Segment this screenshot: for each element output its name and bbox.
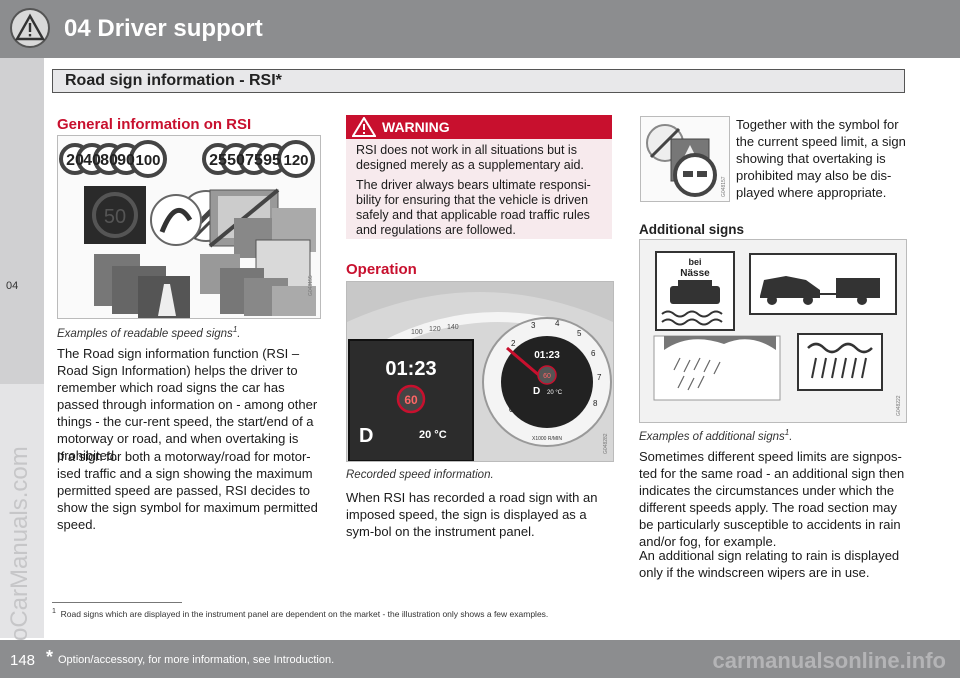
sign-label: 75: [245, 152, 263, 169]
tach-temp: 20 °C: [547, 390, 563, 396]
paragraph-operation: When RSI has recorded a road sign with a…: [346, 490, 598, 539]
speed-signs-illustration: 20 40 80 90 100 25 50 75 95 120 50: [57, 135, 321, 319]
side-bar: [0, 384, 44, 638]
electronic-sign-value: 50: [104, 206, 126, 228]
overtaking-sign-illustration: G048157: [640, 116, 730, 202]
tach-unit: X1000 R/MIN: [532, 436, 562, 442]
page-number: 148: [10, 652, 36, 669]
sign-label: 25: [209, 152, 227, 169]
display-gear: D: [359, 425, 373, 447]
instrument-panel-illustration: 100 120 140 0 1 2 3 4 5 6 7 8 01:23 60 D…: [346, 281, 614, 462]
chapter-header: 04 Driver support: [0, 0, 960, 58]
warning-triangle-icon: [352, 117, 376, 137]
figure-code: G048222: [896, 395, 902, 416]
tach-gear: D: [533, 386, 540, 397]
sign-label: 100: [135, 152, 160, 169]
heading-additional-signs: Additional signs: [639, 222, 745, 237]
paragraph-rsi-intro: The Road sign information function (RSI …: [57, 346, 318, 463]
section-title-box: Road sign information - RSI*: [52, 69, 905, 93]
sign-label: 95: [263, 152, 281, 169]
section-title: Road sign information - RSI*: [65, 72, 282, 89]
caption-speed-signs: Examples of readable speed signs1.: [57, 325, 241, 340]
chapter-title: 04 Driver support: [64, 15, 263, 42]
tach-tick: 6: [591, 349, 596, 358]
heading-operation: Operation: [346, 261, 417, 278]
sign-label: 40: [83, 152, 101, 169]
warning-header: WARNING: [346, 115, 612, 139]
display-temp: 20 °C: [419, 429, 447, 441]
footer-note: Option/accessory, for more information, …: [58, 654, 335, 666]
tach-tick: 8: [593, 399, 598, 408]
speed-limit-icon: [396, 384, 426, 414]
tach-tick: 3: [531, 321, 536, 330]
chapter-tab-number: 04: [6, 280, 19, 292]
chapter-side-tab: 04: [0, 58, 44, 384]
sign-label: 50: [227, 152, 245, 169]
no-overtaking-icon: [673, 153, 717, 197]
figure-code: G048155: [308, 275, 314, 296]
warning-box: WARNING RSI does not work in all situati…: [346, 115, 612, 239]
heading-general-info: General information on RSI: [57, 116, 252, 133]
caption-recorded-speed: Recorded speed information.: [346, 469, 494, 481]
display-time: 01:23: [385, 358, 436, 380]
sign-label: 20: [66, 152, 84, 169]
footer-watermark: carmanualsonline.info: [712, 648, 947, 673]
page-footer: 148 * Option/accessory, for more informa…: [0, 640, 960, 678]
dial-tick: 100: [411, 329, 423, 336]
warning-text-1: RSI does not work in all situations but …: [356, 143, 584, 172]
warning-text-2: The driver always bears ultimate respons…: [356, 178, 591, 237]
tach-tick: 5: [577, 329, 582, 338]
sign-text-bei: bei: [688, 257, 701, 267]
rain-cloud-sign: [797, 333, 883, 391]
tach-time: 01:23: [534, 350, 560, 361]
sign-label: 90: [117, 152, 135, 169]
speed-sign-group-left: 20 40 80 90 100: [59, 140, 167, 178]
paragraph-overtaking: Together with the symbol for the current…: [736, 117, 906, 200]
tach-tick: 2: [511, 339, 516, 348]
caption-additional-signs: Examples of additional signs1.: [639, 428, 793, 443]
sign-label: 80: [100, 152, 118, 169]
display-speed: 60: [404, 393, 418, 407]
sign-text-naesse: Nässe: [680, 268, 710, 279]
tach-tick: 1: [502, 371, 507, 380]
tach-tick: 0: [509, 405, 514, 414]
paragraph-rain-sign: An additional sign relating to rain is d…: [639, 548, 900, 580]
dial-tick: 120: [429, 326, 441, 333]
speed-sign-group-right: 25 50 75 95 120: [202, 140, 315, 178]
figure-code: G048282: [603, 433, 609, 454]
sign-label: 120: [283, 152, 308, 169]
dial-tick: 140: [447, 324, 459, 331]
option-star: *: [46, 647, 54, 667]
paragraph-additional-signs: Sometimes different speed limits are sig…: [639, 449, 905, 549]
warning-title: WARNING: [382, 119, 450, 135]
additional-signs-illustration: bei Nässe G048222: [639, 239, 907, 423]
warning-triangle-icon: [10, 8, 50, 48]
footnote: 1 Road signs which are displayed in the …: [52, 607, 549, 619]
tach-tick: 7: [597, 373, 602, 382]
footnote-rule: [52, 602, 182, 603]
side-watermark: ProCarManuals.com: [6, 225, 46, 665]
paragraph-rsi-priority: If a sign for both a motorway/road for m…: [57, 449, 318, 532]
figure-code: G048157: [721, 176, 727, 197]
tach-speed: 60: [543, 373, 551, 380]
side-watermark-text: ProCarManuals.com: [6, 446, 33, 665]
tach-tick: 4: [555, 319, 560, 328]
